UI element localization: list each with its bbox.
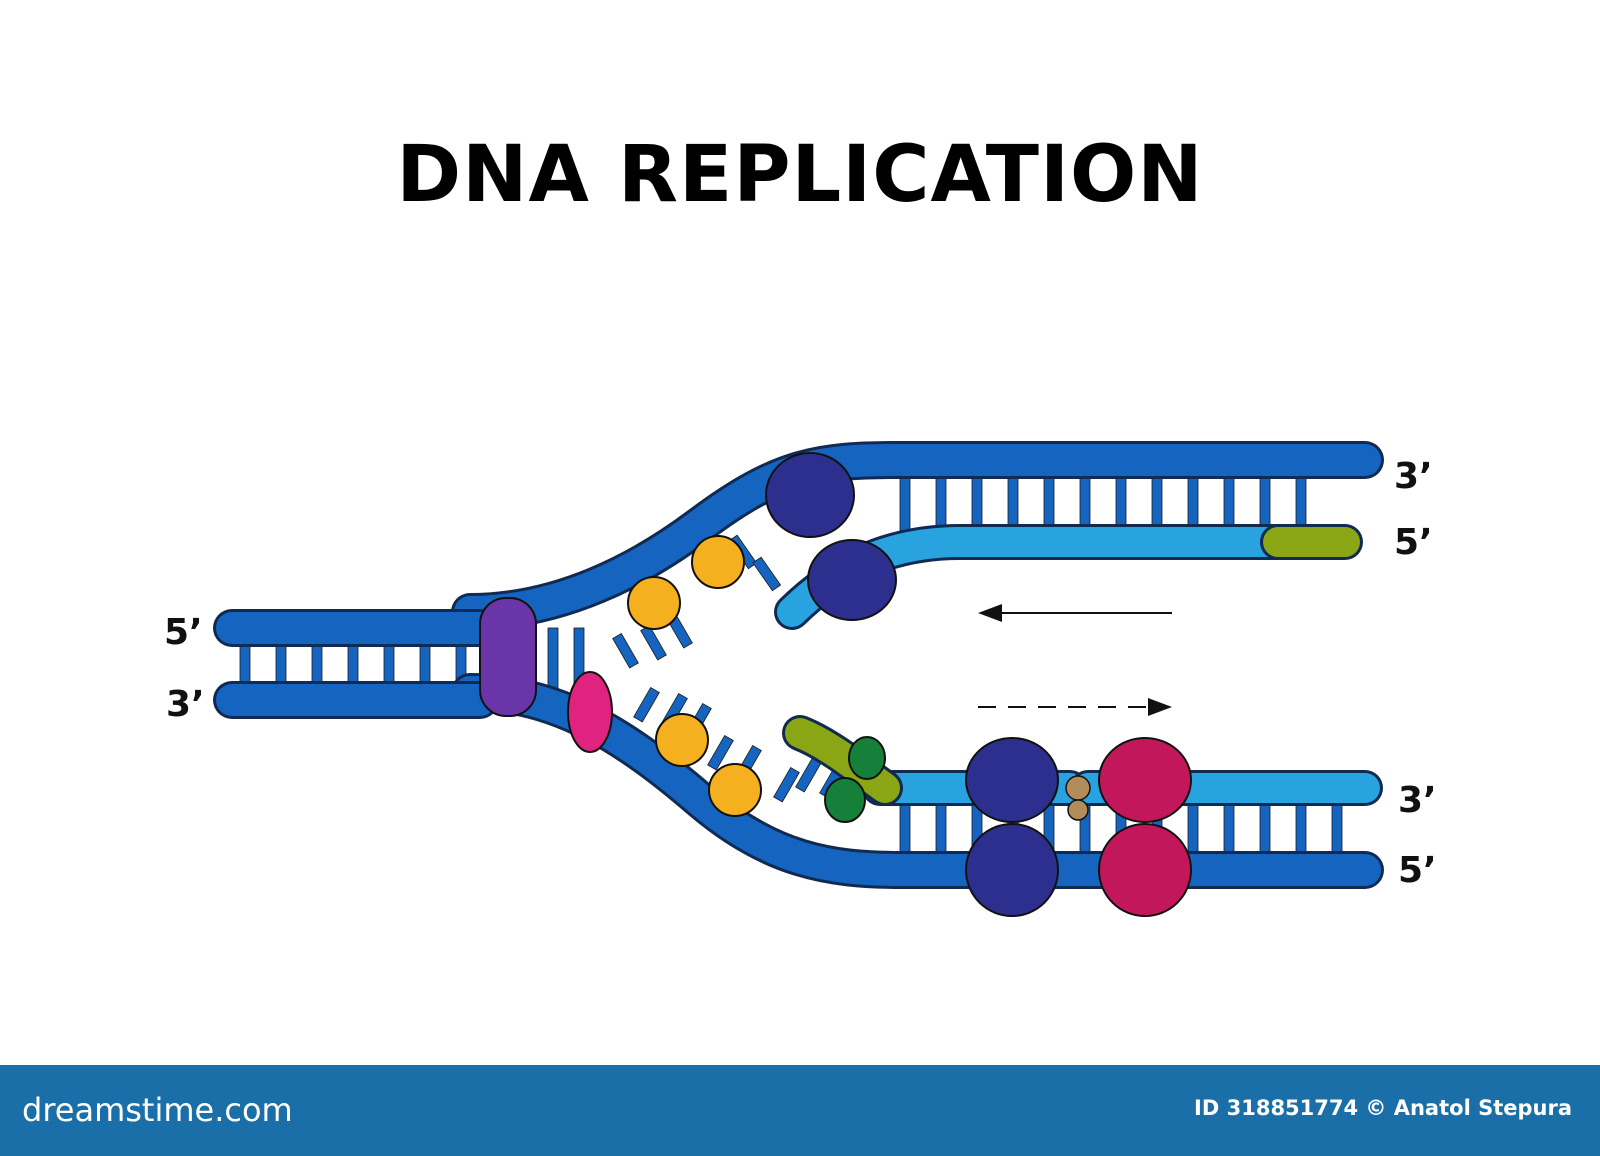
ligase-joint (1065, 775, 1091, 801)
right-lower-3-end-label: 3’ (1398, 780, 1437, 821)
ssb-protein (708, 763, 762, 817)
leading-direction-arrow (978, 604, 1172, 622)
ssb-protein (627, 576, 681, 630)
primase (848, 736, 886, 780)
right-lower-5-end-label: 5’ (1398, 850, 1437, 891)
lower-primer (782, 715, 903, 806)
ligase-bottom (1098, 823, 1192, 917)
page-title: DNA REPLICATION (396, 130, 1204, 220)
lower-polymerase-top (965, 737, 1059, 823)
base-stub (633, 686, 660, 723)
base-stub (612, 632, 639, 669)
base-stub (795, 756, 822, 793)
lower-polymerase-bottom (965, 823, 1059, 917)
right-upper-5-end-label: 5’ (1394, 522, 1433, 563)
base-stub (752, 556, 782, 592)
ssb-protein (691, 535, 745, 589)
left-top-end-label: 5’ (164, 612, 203, 653)
base-stub (707, 734, 734, 771)
topoisomerase (567, 671, 613, 753)
helicase (479, 597, 537, 717)
left-parent-duplex (213, 609, 499, 719)
upper-polymerase-bottom (807, 539, 897, 621)
ligase-top (1098, 737, 1192, 823)
base-stub (773, 766, 800, 803)
left-bottom-end-label: 3’ (166, 684, 205, 725)
lower-parent-strand (451, 673, 1384, 889)
upper-polymerase-top (765, 452, 855, 538)
dna-replication-diagram (213, 441, 1384, 917)
ssb-protein (655, 713, 709, 767)
footer-bar: dreamstime.com ID 318851774 © Anatol Ste… (0, 1065, 1600, 1156)
brand-logo-text[interactable]: dreamstime.com (22, 1091, 293, 1129)
base-stub (640, 624, 667, 661)
right-upper-3-end-label: 3’ (1394, 456, 1433, 497)
primase (824, 777, 866, 823)
ligase-joint (1067, 799, 1089, 821)
lagging-direction-arrow (978, 698, 1172, 716)
image-credit: ID 318851774 © Anatol Stepura (1194, 1096, 1572, 1120)
upper-parent-strand (451, 441, 1384, 631)
